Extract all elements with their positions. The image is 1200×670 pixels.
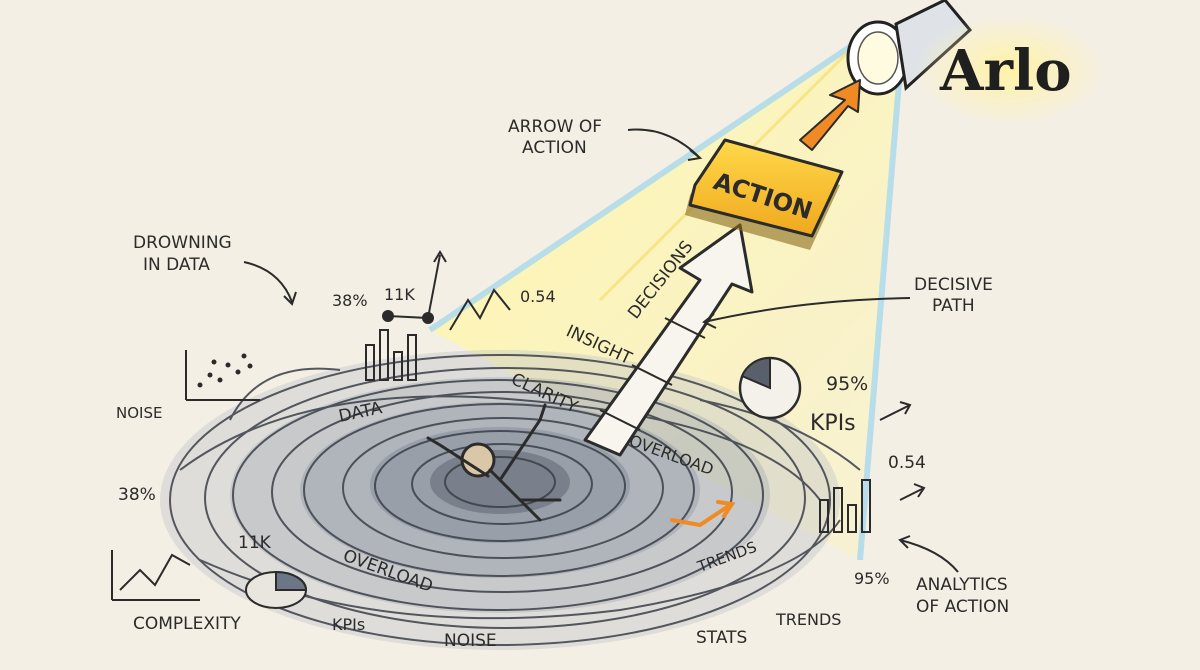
callout-analytics-line1: ANALYTICS	[916, 575, 1008, 595]
callout-drowning-arrow-line	[243, 261, 293, 303]
brand-name: Arlo	[939, 38, 1072, 104]
left-label-complexity: COMPLEXITY	[133, 614, 241, 634]
callout-decisive-line2: PATH	[932, 296, 975, 316]
callout-arrow-of-action-line1: ARROW OF	[508, 117, 602, 137]
top-stat-pct: 38%	[332, 291, 368, 310]
pie-chart-icon	[245, 570, 308, 609]
scatter-plot-icon	[185, 350, 260, 401]
right-label-pct-small: 95%	[854, 569, 890, 588]
top-stat-count: 11K	[384, 285, 415, 304]
brand-glow	[915, 15, 1105, 125]
right-label-pct: 95%	[826, 373, 868, 395]
right-label-kpis: KPIs	[810, 411, 856, 436]
callout-arrowhead-icon	[687, 149, 703, 161]
right-bar-chart-icon	[819, 479, 871, 533]
right-label-stats: STATS	[696, 628, 747, 648]
left-label-pct: 38%	[118, 485, 156, 505]
callout-drowning-line1: DROWNING	[133, 233, 232, 253]
callout-drowning-arrowhead-icon	[283, 291, 297, 306]
trend-arrow-icon	[879, 401, 926, 501]
callout-decisive-arrowhead-icon	[702, 313, 717, 329]
callout-decisive-line1: DECISIVE	[914, 275, 993, 295]
callout-drowning-line2: IN DATA	[143, 255, 210, 275]
right-label-value: 0.54	[888, 453, 926, 473]
action-button	[685, 138, 844, 250]
orange-trend-arrow-icon	[670, 500, 736, 528]
right-label-trends: TRENDS	[775, 610, 841, 629]
vortex-word-noise: NOISE	[444, 631, 497, 651]
left-label-count: 11K	[238, 533, 272, 553]
right-pie-chart-icon	[738, 356, 802, 420]
callout-analytics-arrow-line	[899, 539, 959, 573]
top-stat-value: 0.54	[520, 287, 556, 306]
callout-arrow-of-action-line2: ACTION	[522, 138, 587, 158]
up-arrow-icon	[799, 79, 861, 151]
vortex-word-kpis: KPIs	[332, 615, 365, 634]
left-label-noise: NOISE	[116, 404, 162, 422]
arrow-of-action	[583, 223, 754, 457]
callout-analytics-line2: OF ACTION	[916, 597, 1009, 617]
mini-line-chart-icon	[382, 250, 511, 331]
bar-chart-icon	[365, 329, 417, 381]
callout-decisive-arrow-line	[703, 297, 911, 323]
callout-analytics-arrowhead-icon	[898, 535, 911, 549]
left-line-chart-icon	[111, 550, 200, 601]
drowning-person-icon	[426, 403, 562, 522]
